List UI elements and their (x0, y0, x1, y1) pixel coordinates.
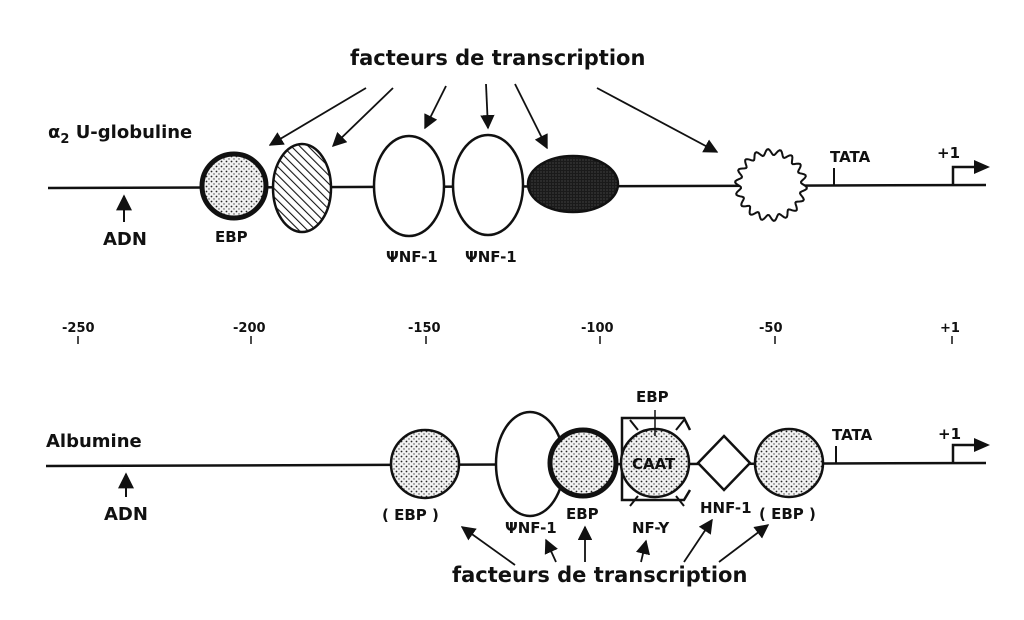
bottom-start-arrow (951, 443, 982, 463)
bottom-adn-label: ADN (104, 504, 148, 525)
top-factor-arrows (268, 83, 719, 153)
scale-tick-200: -200 (233, 321, 266, 344)
bottom-factors-title: facteurs de transcription (452, 563, 747, 587)
bottom-caat-label: CAAT (632, 455, 676, 473)
scale-tick-250: -250 (62, 321, 95, 344)
svg-text:-150: -150 (408, 321, 441, 336)
top-gene-label: α2 U-globuline (48, 122, 192, 147)
top-psinf1-ellipse-a (372, 134, 446, 238)
bottom-ebp-circle-right (753, 427, 825, 499)
top-start-label: +1 (937, 144, 960, 162)
top-adn-label: ADN (103, 229, 147, 250)
top-start-arrow (951, 165, 982, 185)
top-psinf1-label-a: ΨNF-1 (386, 248, 438, 266)
scale-tick-50: -50 (759, 321, 783, 344)
top-construct: α2 U-globuline facteurs de transcription… (47, 46, 990, 266)
bottom-ebp-circle-left (389, 428, 461, 500)
bottom-ebp-top-label: EBP (636, 388, 669, 406)
bottom-start-arrowhead (974, 438, 990, 452)
bottom-psinf1-label: ΨNF-1 (505, 519, 557, 537)
position-scale: -250 -200 -150 -100 -50 +1 (62, 321, 960, 344)
bottom-ebp-circle (547, 427, 619, 499)
scale-tick-150: -150 (408, 321, 441, 344)
top-psinf1-ellipse-b (451, 133, 525, 237)
top-wavy-factor (734, 148, 808, 222)
top-start-arrowhead (974, 160, 990, 174)
bottom-gene-label: Albumine (46, 431, 142, 452)
bottom-tata-label: TATA (832, 426, 873, 444)
bottom-hnf1-label: HNF-1 (700, 499, 752, 517)
top-factors-title: facteurs de transcription (350, 46, 645, 70)
top-tata-label: TATA (830, 148, 871, 166)
scale-tick-100: -100 (581, 321, 614, 344)
top-ebp-circle (199, 151, 269, 221)
bottom-nfy-bracket-marks (629, 419, 685, 507)
bottom-nfy-label: NF-Y (632, 519, 670, 537)
svg-text:+1: +1 (940, 321, 960, 336)
bottom-hnf1-diamond (696, 434, 752, 492)
top-ebp-label: EBP (215, 228, 248, 246)
bottom-ebp-label: EBP (566, 505, 599, 523)
top-dark-factor (526, 154, 620, 214)
bottom-ebp-paren-left: ( EBP ) (382, 506, 439, 524)
bottom-ebp-paren-right: ( EBP ) (759, 505, 816, 523)
svg-text:-200: -200 (233, 321, 266, 336)
svg-text:-100: -100 (581, 321, 614, 336)
svg-text:-50: -50 (759, 321, 783, 336)
scale-tick-plus1: +1 (940, 321, 960, 344)
bottom-factor-arrows (460, 518, 770, 566)
top-psinf1-label-b: ΨNF-1 (465, 248, 517, 266)
bottom-construct: Albumine ADN ( EBP ) ΨNF-1 EBP CAAT EBP … (45, 388, 990, 587)
svg-text:-250: -250 (62, 321, 95, 336)
bottom-start-label: +1 (938, 425, 961, 443)
top-hatched-factor (271, 142, 333, 234)
